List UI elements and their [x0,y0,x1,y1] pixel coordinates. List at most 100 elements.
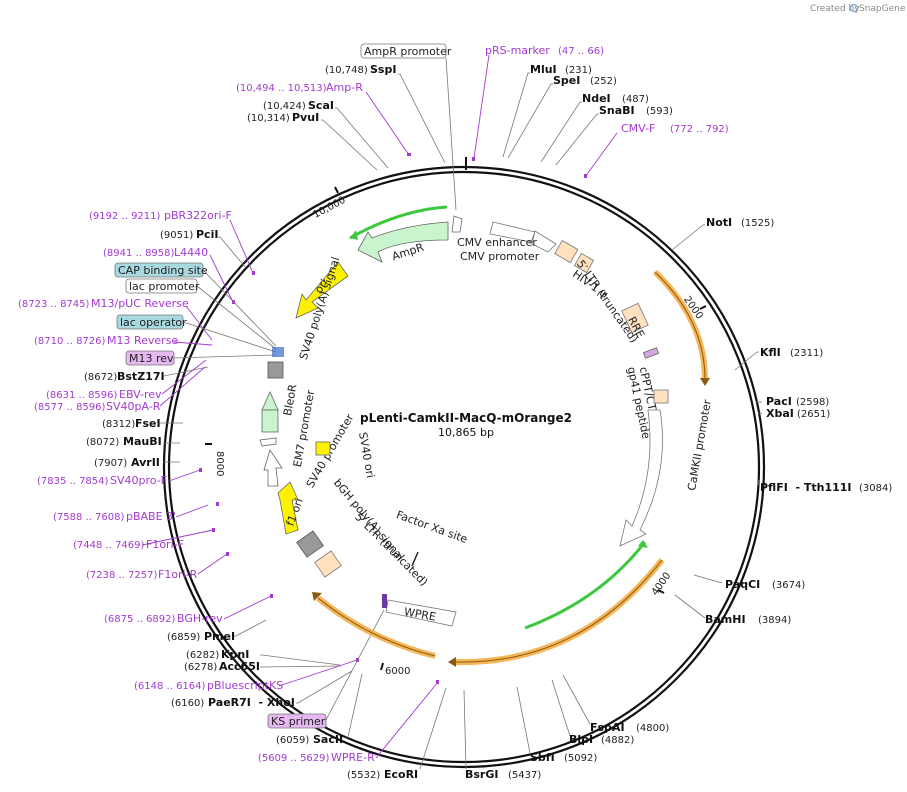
site-pcii[interactable]: (9051) PciI [160,228,247,269]
svg-text:(6875 .. 6892): (6875 .. 6892) [104,614,176,625]
site-maubi[interactable]: (8072) MauBI [86,435,180,448]
svg-text:(6859): (6859) [167,632,200,643]
feature-camkii-promoter[interactable]: CaMKII promoter [619,398,714,547]
feature-ori[interactable]: ori [295,261,349,319]
site-sspi[interactable]: (10,748) SspI [325,63,446,164]
site-paqci[interactable]: PaqCI (3674) [693,574,805,591]
site-ndei[interactable]: NdeI (487) [540,92,649,163]
site-kfli[interactable]: KflI (2311) [734,346,823,371]
feature-cmv-enhancer[interactable]: CMV enhancer [457,221,557,253]
svg-text:(4800): (4800) [636,723,669,734]
label-lac-promoter[interactable]: lac promoter [125,278,277,350]
site-sacii[interactable]: (6059) SacII [276,673,363,746]
primer-f1ori-r[interactable]: (7238 .. 7257) F1ori-R [86,552,229,581]
site-kpni[interactable]: (6282) KpnI [186,648,341,666]
primer-ebv-rev[interactable]: (8631 .. 8596) EBV-rev [46,359,207,401]
feature-factor-xa-label: Factor Xa site [394,508,469,546]
site-paer7i-xhoi[interactable]: (6160) PaeR7I - XhoI [171,670,353,709]
label-ks-primer[interactable]: KS primer [267,609,385,729]
orange-gene-right-arrowhead [700,378,710,386]
svg-text:SV40pA-R: SV40pA-R [106,400,161,413]
feature-5ltr-top-box[interactable] [554,240,579,264]
feature-bgh-box[interactable] [296,530,324,558]
feature-sv40-ori-box[interactable] [315,441,331,456]
svg-text:M13 rev: M13 rev [129,352,174,365]
svg-text:(7588 .. 7608): (7588 .. 7608) [53,512,125,523]
svg-text:PaqCI: PaqCI [725,578,760,591]
site-fspai[interactable]: FspAI (4800) [562,674,669,734]
svg-text:(8672): (8672) [84,372,117,383]
site-paci[interactable]: PacI (2598) [756,395,829,408]
snapgene-brand: SnapGene [859,4,906,14]
svg-text:F1ori-F: F1ori-F [146,538,184,551]
feature-cppt-box[interactable] [642,347,660,359]
feature-factor-xa-mark[interactable] [411,551,419,567]
primer-m13-puc-reverse[interactable]: (8723 .. 8745) M13/pUC Reverse [18,297,213,341]
site-fsei[interactable]: (8312) FseI [102,417,183,430]
svg-text:(3084): (3084) [859,483,892,494]
primer-sv40pa-r[interactable]: (8577 .. 8596) SV40pA-R [34,366,206,413]
feature-5ltr-bottom-box[interactable] [314,550,342,578]
svg-text:CMV promoter: CMV promoter [460,250,540,263]
site-acc65i[interactable]: (6278) Acc65I [184,660,342,673]
label-cap-binding-site[interactable]: CAP binding site [114,262,277,347]
feature-sv40-ori-label: SV40 ori [356,431,377,479]
label-lac-operator[interactable]: lac operator [116,314,277,353]
primer-m13-reverse[interactable]: (8710 .. 8726) M13 Reverse [34,334,213,347]
feature-wpre[interactable]: WPRE [385,599,457,627]
primer-cmv-f[interactable]: CMV-F (772 .. 792) [584,122,729,178]
site-blpi[interactable]: BlpI (4882) [551,679,634,746]
svg-text:Acc65I: Acc65I [219,660,260,673]
feature-cmv-promoter[interactable]: CMV promoter [460,250,540,263]
svg-text:(5437): (5437) [508,770,541,781]
feature-bleor[interactable]: BleoR [261,383,299,433]
svg-text:(6148 .. 6164): (6148 .. 6164) [134,681,206,692]
ampr-gene-arrowhead [350,230,358,240]
tick-10000 [334,186,339,194]
site-pvui[interactable]: (10,314) PvuI [247,111,378,171]
feature-f1-ori[interactable]: f1 ori [277,481,306,535]
site-avrii[interactable]: (7907) AvrII [94,456,180,469]
primer-pbabe-3[interactable]: (7588 .. 7608) pBABE 3' [53,502,219,523]
site-scai[interactable]: (10,424) ScaI [263,99,389,169]
svg-text:F1ori-R: F1ori-R [158,568,198,581]
primer-bgh-rev[interactable]: (6875 .. 6892) BGH-rev [104,594,273,625]
svg-text:KS primer: KS primer [271,715,326,728]
primer-pbluescriptks[interactable]: (6148 .. 6164) pBluescriptKS [134,658,359,692]
site-bamhi[interactable]: BamHI (3894) [674,594,791,626]
site-snabi[interactable]: SnaBI (593) [555,104,673,166]
ampr-gene-arc [349,205,448,240]
site-ecori[interactable]: (5532) EcoRI [347,687,447,781]
primer-pbr322ori-f[interactable]: (9192 .. 9211) pBR322ori-F [89,209,255,275]
svg-text:SpeI: SpeI [553,74,580,87]
feature-rre-box[interactable] [621,302,649,334]
svg-text:SspI: SspI [370,63,396,76]
svg-text:(5532): (5532) [347,770,380,781]
site-spei[interactable]: SpeI (252) [507,74,617,159]
svg-text:pBR322ori-F: pBR322ori-F [164,209,232,222]
svg-text:(9051): (9051) [160,230,193,241]
label-ampr-promoter[interactable]: AmpR promoter [360,43,457,211]
site-mlui[interactable]: MluI (231) [502,63,592,158]
primer-f1ori-f[interactable]: (7448 .. 7469) F1ori-F [73,528,215,551]
site-pmei[interactable]: (6859) PmeI [167,619,267,643]
svg-text:ScaI: ScaI [308,99,334,112]
primer-wpre-r[interactable]: (5609 .. 5629) WPRE-R [258,680,439,764]
site-noti[interactable]: NotI (1525) [671,216,774,251]
backbone-inner-ring [167,170,761,764]
feature-sv40-polya-box[interactable] [267,361,284,379]
svg-text:(231): (231) [565,65,592,76]
primer-prs-marker[interactable]: pRS-marker (47 .. 66) [472,44,604,161]
site-xbai[interactable]: XbaI (2651) [758,407,830,420]
feature-em7-arrow[interactable] [259,437,277,447]
primer-sv40pro-f[interactable]: (7835 .. 7854) SV40pro-F [37,468,202,487]
svg-text:pBluescriptKS: pBluescriptKS [207,679,283,692]
site-bsrgi[interactable]: BsrGI (5437) [463,689,541,781]
site-sbfi[interactable]: SbfI (5092) [516,686,597,764]
feature-hiv-psi-box[interactable] [573,252,595,274]
svg-text:(6059): (6059) [276,735,309,746]
primer-amp-r[interactable]: (10,494 .. 10,513) Amp-R [236,81,411,156]
site-pflfi-tth111i[interactable]: PflFI - Tth111I (3084) [757,479,892,494]
label-m13-rev[interactable]: M13 rev [125,350,277,366]
svg-text:Amp-R: Amp-R [326,81,363,94]
